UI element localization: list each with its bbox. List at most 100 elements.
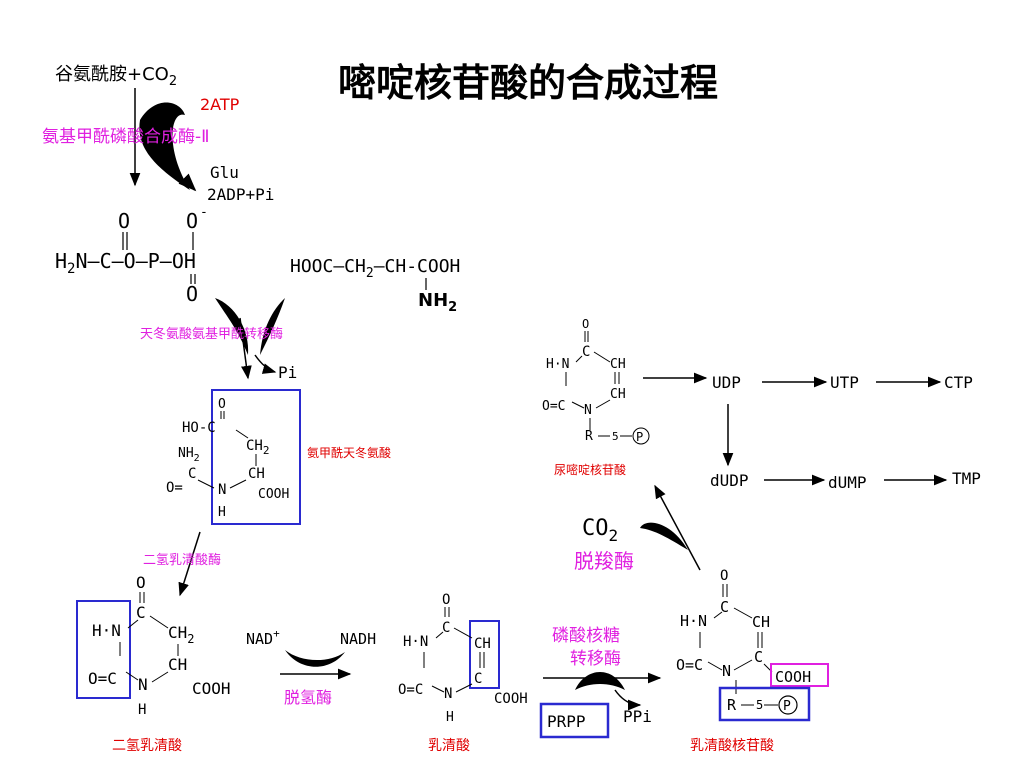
svg-text:O=: O= — [166, 480, 183, 496]
svg-text:O: O — [218, 397, 226, 412]
svg-text:H: H — [138, 702, 146, 718]
svg-text:O: O — [186, 282, 198, 306]
svg-text:N: N — [218, 482, 226, 498]
label-dihydroorotate: 二氢乳清酸 — [112, 738, 182, 754]
svg-text:CH2: CH2 — [246, 438, 269, 457]
svg-text:C: C — [136, 603, 146, 622]
co2-subscript: 2 — [169, 74, 177, 89]
svg-text:H·N: H·N — [546, 357, 569, 372]
utp-label: UTP — [830, 373, 859, 392]
svg-text:C: C — [582, 344, 590, 360]
svg-text:N: N — [722, 662, 731, 680]
prpp-box — [539, 702, 610, 739]
ppi-label: PPi — [623, 707, 652, 726]
svg-text:COOH: COOH — [192, 679, 231, 698]
svg-text:C: C — [442, 620, 450, 636]
svg-text:R: R — [727, 696, 737, 714]
svg-text:HOOC—CH2—CH-COOH: HOOC—CH2—CH-COOH — [290, 256, 460, 281]
enzyme-decarboxylase: 脱羧酶 — [574, 549, 634, 573]
svg-text:O: O — [582, 317, 589, 331]
enzyme-prt-line1: 磷酸核糖 — [552, 626, 620, 646]
svg-text:COOH: COOH — [494, 691, 528, 707]
step1-reaction-arrow — [129, 88, 197, 192]
svg-text:C: C — [720, 598, 729, 616]
product-arrows — [643, 372, 948, 486]
svg-text:谷氨酰胺+CO2: 谷氨酰胺+CO2 — [55, 64, 177, 89]
svg-text:O: O — [136, 573, 146, 592]
svg-text:HO-C: HO-C — [182, 420, 216, 436]
svg-text:N: N — [444, 686, 452, 702]
glu-label: Glu — [210, 163, 239, 182]
enzyme-prt-line2: 转移酶 — [570, 649, 621, 669]
svg-text:N: N — [138, 675, 148, 694]
svg-text:R: R — [585, 429, 593, 444]
svg-text:P: P — [636, 430, 643, 444]
svg-text:CO2: CO2 — [582, 516, 618, 545]
uridine-monophosphate: O C H·N CH CH O=C N R 5 P — [542, 317, 650, 445]
slide-title: 嘧啶核苷酸的合成过程 — [338, 60, 718, 105]
udp-label: UDP — [712, 373, 741, 392]
atp-label: 2ATP — [200, 95, 240, 114]
svg-text:H2N—C—O—P—OH: H2N—C—O—P—OH — [55, 249, 196, 277]
pi-label: Pi — [278, 363, 297, 382]
dump-label: dUMP — [828, 473, 867, 492]
svg-text:CH2: CH2 — [168, 623, 195, 646]
svg-text:C: C — [754, 648, 763, 666]
step6-reaction-arrow — [640, 484, 701, 571]
svg-text:O: O — [186, 209, 198, 233]
svg-text:5: 5 — [612, 430, 619, 443]
svg-text:H: H — [446, 710, 454, 725]
label-omp: 乳清酸核苷酸 — [690, 738, 774, 754]
svg-text:H·N: H·N — [403, 634, 428, 650]
tmp-label: TMP — [952, 469, 981, 488]
svg-text:H·N: H·N — [680, 612, 707, 630]
svg-text:CH: CH — [474, 636, 491, 652]
step5-reaction-arrow — [543, 671, 662, 711]
svg-text:CH: CH — [610, 387, 626, 402]
enzyme-dehydrogenase: 脱氢酶 — [284, 688, 332, 707]
svg-text:H·N: H·N — [92, 621, 121, 640]
reactant-glutamine-co2: 谷氨酰胺+CO — [55, 64, 169, 85]
co2-product: CO — [582, 516, 609, 541]
nadh-label: NADH — [340, 630, 376, 648]
svg-text:C: C — [474, 671, 482, 687]
svg-text:O=C: O=C — [88, 669, 117, 688]
svg-text:COOH: COOH — [775, 668, 811, 686]
aspartate: HOOC—CH2—CH-COOH NH2 — [290, 256, 460, 315]
adp-pi-label: 2ADP+Pi — [207, 185, 274, 204]
dudp-label: dUDP — [710, 471, 749, 490]
enzyme-cps2: 氨基甲酰磷酸合成酶-Ⅱ — [42, 127, 210, 147]
prpp-label: PRPP — [547, 712, 586, 731]
svg-text:-: - — [200, 205, 208, 220]
orotidine-monophosphate: O C H·N CH O=C C N COOH R 5 P — [676, 568, 829, 722]
carbamoyl-aspartate: O HO-C CH2 NH2 C CH O= N COOH H — [166, 389, 301, 525]
enzyme-dihydroorotase: 二氢乳清酸酶 — [143, 552, 221, 568]
svg-text:C: C — [188, 466, 196, 482]
svg-text:NAD+: NAD+ — [246, 627, 280, 648]
svg-text:O=C: O=C — [542, 399, 565, 414]
svg-text:O: O — [118, 209, 130, 233]
enzyme-atcase: 天冬氨酸氨基甲酰转移酶 — [140, 326, 283, 342]
ctp-label: CTP — [944, 373, 973, 392]
svg-text:NH2: NH2 — [418, 290, 457, 315]
svg-text:H: H — [218, 505, 226, 520]
svg-text:O: O — [442, 592, 450, 608]
label-orotate: 乳清酸 — [428, 738, 470, 754]
nad-label: NAD — [246, 630, 273, 648]
svg-text:CH: CH — [610, 357, 626, 372]
svg-text:O: O — [720, 568, 728, 584]
step2-reaction-arrow — [215, 298, 285, 380]
dihydroorotate: O C H·N CH2 O=C CH N COOH H — [76, 573, 231, 718]
svg-text:N: N — [584, 403, 592, 418]
svg-text:O=C: O=C — [398, 682, 423, 698]
svg-text:NH2: NH2 — [178, 446, 200, 464]
svg-text:COOH: COOH — [258, 487, 289, 502]
label-carbamoyl-aspartate: 氨甲酰天冬氨酸 — [307, 445, 391, 460]
svg-text:CH: CH — [752, 613, 770, 631]
svg-text:CH: CH — [248, 466, 265, 482]
svg-text:CH: CH — [168, 655, 187, 674]
label-ump: 尿嘧啶核苷酸 — [554, 462, 626, 477]
step4-reaction-arrow — [280, 650, 352, 680]
